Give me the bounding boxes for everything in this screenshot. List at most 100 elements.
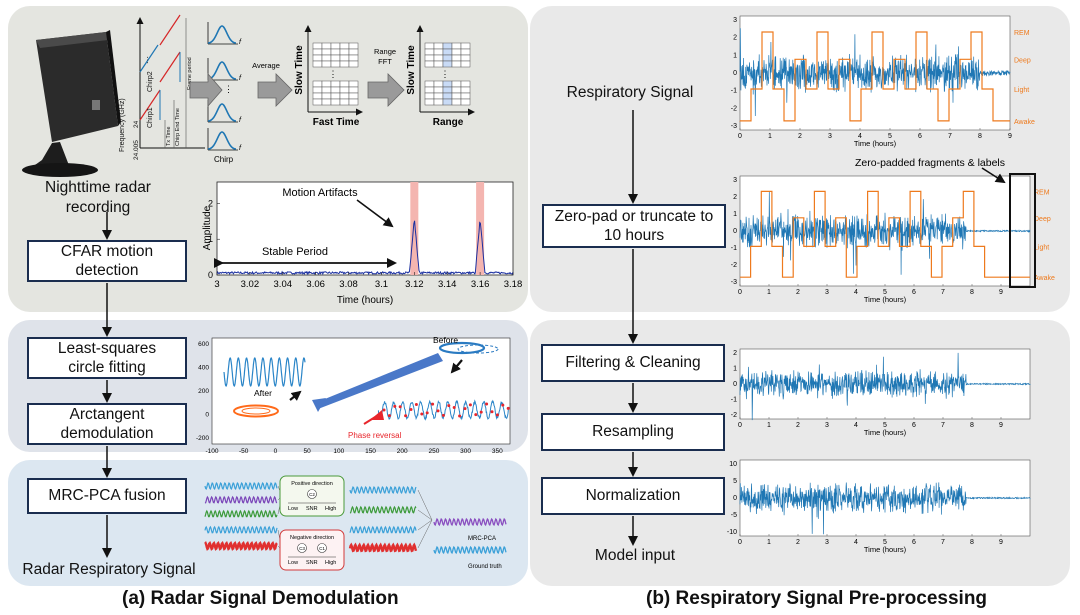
svg-text:10: 10 [729, 461, 737, 468]
right-caption: (b) Respiratory Signal Pre-processing [646, 588, 988, 609]
chirp-f-high: 24 [133, 120, 140, 128]
svg-text:-2: -2 [731, 262, 737, 269]
motion-ylabel: Amplitude [202, 205, 213, 250]
svg-text:1: 1 [733, 211, 737, 218]
motion-signal [216, 220, 514, 276]
svg-text:2: 2 [798, 133, 802, 140]
svg-text:9: 9 [999, 422, 1003, 429]
resampling-label: Resampling [592, 423, 674, 441]
svg-text:6: 6 [918, 133, 922, 140]
svg-text:⋯: ⋯ [143, 56, 152, 64]
svg-text:-10: -10 [727, 529, 737, 536]
svg-text:2: 2 [733, 35, 737, 42]
arct-line1: Arctangent [69, 405, 145, 423]
svg-text:Low: Low [288, 560, 298, 566]
zero-padded-note: Zero-padded fragments & labels [855, 157, 1005, 169]
svg-text:4: 4 [854, 289, 858, 296]
svg-text:50: 50 [303, 448, 311, 455]
svg-text:High: High [325, 560, 336, 566]
svg-text:C2: C2 [309, 492, 315, 497]
svg-text:0: 0 [205, 412, 209, 419]
chirp1-label: Chirp1 [147, 107, 154, 128]
svg-text:3: 3 [828, 133, 832, 140]
svg-text:8: 8 [970, 539, 974, 546]
chirp-ylabel: Frequency (GHz) [119, 98, 126, 152]
fast-time-label: Fast Time [313, 117, 360, 128]
svg-text:1: 1 [767, 289, 771, 296]
svg-text:350: 350 [492, 448, 503, 455]
svg-text:3: 3 [825, 289, 829, 296]
svg-text:-1: -1 [731, 88, 737, 95]
model-input-label: Model input [594, 547, 676, 564]
svg-text:3: 3 [214, 279, 219, 290]
svg-text:f: f [239, 145, 242, 152]
svg-text:f: f [239, 39, 242, 46]
svg-text:3.14: 3.14 [438, 279, 457, 290]
chirp-f-low: 24.005 [133, 140, 140, 160]
svg-text:-3: -3 [731, 123, 737, 130]
cfar-line2: detection [75, 262, 139, 279]
radar-device-icon [22, 30, 121, 177]
demod-wave [223, 357, 306, 387]
svg-text:9: 9 [999, 289, 1003, 296]
mrc-label: MRC-PCA fusion [48, 487, 166, 505]
normalization-box: Normalization [541, 477, 725, 515]
svg-text:1: 1 [767, 422, 771, 429]
svg-text:f: f [239, 75, 242, 82]
svg-text:6: 6 [912, 289, 916, 296]
frame-period-label: Frame period [187, 57, 193, 90]
lsq-line2: circle fitting [68, 359, 146, 376]
svg-text:6: 6 [912, 422, 916, 429]
svg-text:7: 7 [941, 289, 945, 296]
ground-truth-label: Ground truth [468, 564, 502, 570]
svg-text:Low: Low [288, 506, 298, 512]
resampling-box: Resampling [541, 413, 725, 451]
svg-text:7: 7 [941, 422, 945, 429]
filtering-label: Filtering & Cleaning [565, 354, 701, 372]
svg-text:0: 0 [733, 228, 737, 235]
after-ellipse [233, 404, 279, 418]
zeropad-line1: Zero-pad or truncate to [554, 207, 714, 225]
svg-text:2: 2 [796, 422, 800, 429]
svg-text:-200: -200 [196, 435, 209, 442]
svg-text:0: 0 [208, 270, 213, 280]
svg-text:4: 4 [858, 133, 862, 140]
slow-time-label-2: Slow Time [406, 45, 417, 95]
svg-text:8: 8 [970, 289, 974, 296]
arctangent-box: Arctangent demodulation [27, 403, 187, 445]
svg-text:0: 0 [738, 422, 742, 429]
before-after-arrow [315, 353, 443, 409]
svg-text:2: 2 [733, 194, 737, 201]
svg-text:Deep: Deep [1014, 57, 1031, 64]
svg-text:3: 3 [825, 422, 829, 429]
stable-period-label: Stable Period [262, 246, 328, 258]
after-label: After [254, 388, 272, 398]
motion-annotation: Motion Artifacts [282, 187, 358, 199]
svg-text:SNR: SNR [306, 506, 318, 512]
svg-text:7: 7 [948, 133, 952, 140]
svg-text:⋮: ⋮ [329, 69, 338, 79]
fusion-diagram: Positive direction Negative direction C2… [204, 475, 507, 571]
svg-text:REM: REM [1014, 30, 1030, 37]
svg-text:2: 2 [208, 198, 213, 208]
svg-text:f: f [239, 117, 242, 124]
normalization-label: Normalization [585, 487, 681, 505]
svg-text:High: High [325, 506, 336, 512]
mrc-pca-label: MRC-PCA [468, 536, 496, 542]
svg-text:8: 8 [970, 422, 974, 429]
motion-xlabel: Time (hours) [337, 295, 393, 306]
svg-text:Deep: Deep [1034, 216, 1051, 223]
svg-text:9: 9 [1008, 133, 1012, 140]
svg-text:SNR: SNR [306, 560, 318, 566]
chirp-end-label: Chirp End Time [175, 108, 181, 146]
chirp2-label: Chirp2 [147, 71, 154, 92]
cfar-box: CFAR motion detection [27, 240, 187, 282]
svg-text:0: 0 [274, 448, 278, 455]
svg-text:300: 300 [460, 448, 471, 455]
svg-text:-3: -3 [731, 279, 737, 286]
svg-text:-50: -50 [239, 448, 249, 455]
